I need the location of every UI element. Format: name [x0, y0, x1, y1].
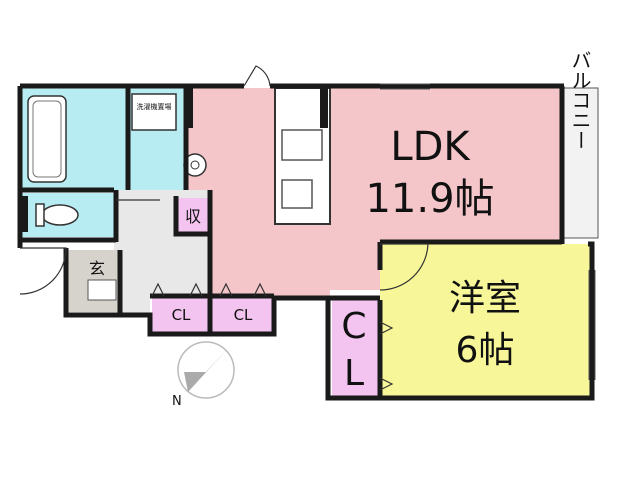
- compass-north-label: N: [172, 394, 182, 409]
- kitchen-stove: [281, 179, 313, 209]
- washer-label: 洗濯機置場: [137, 102, 172, 111]
- pillar-2: [320, 88, 328, 128]
- kitchen-sink: [281, 129, 323, 161]
- pillar-1: [185, 88, 193, 128]
- closet-2-label: CL: [234, 306, 253, 324]
- closet-large: [332, 300, 380, 396]
- closet-1: [152, 296, 210, 332]
- washbasin-drain: [190, 160, 200, 170]
- doors: [19, 65, 429, 391]
- ldk-label: LDK: [390, 124, 471, 170]
- storage-label: 収: [185, 207, 201, 226]
- western-room: [380, 244, 590, 396]
- shoe-box: [87, 279, 117, 301]
- compass-icon: [177, 341, 235, 399]
- closet-large-label-top: C: [341, 306, 366, 347]
- bathtub-inner: [32, 100, 62, 178]
- balcony-label: バルコニー: [568, 50, 592, 150]
- toilet-tank: [35, 203, 45, 227]
- windows: [380, 83, 596, 380]
- balcony-area: [561, 87, 599, 239]
- ldk-size: 11.9帖: [365, 176, 494, 222]
- closet-1-label: CL: [172, 306, 191, 324]
- toilet-bowl: [41, 204, 79, 226]
- western-label: 洋室: [449, 278, 521, 319]
- closet-2: [212, 296, 272, 332]
- pillar-3: [20, 196, 28, 232]
- storage-closet: [178, 198, 208, 232]
- closet-large-label-bottom: L: [344, 353, 364, 394]
- western-size: 6帖: [456, 330, 515, 371]
- walls: [17, 83, 595, 401]
- entrance-label: 玄: [89, 259, 105, 278]
- washer-space: [131, 93, 177, 131]
